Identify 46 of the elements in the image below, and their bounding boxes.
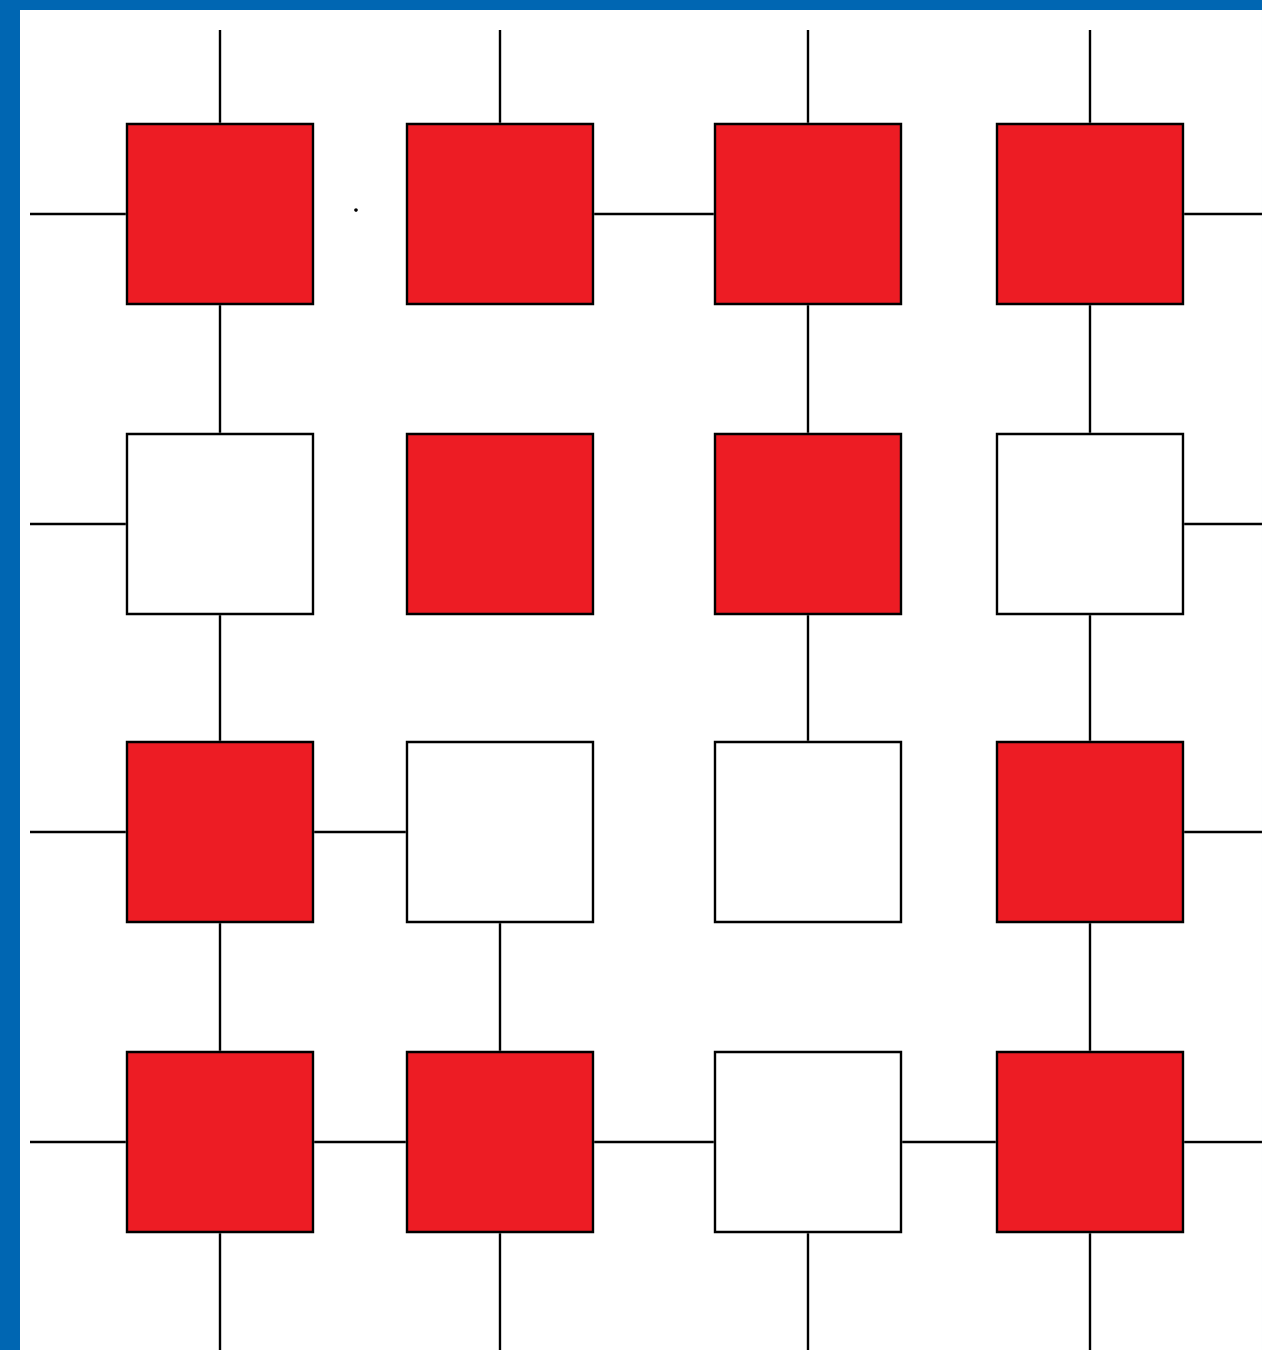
connector-line (218, 305, 222, 433)
square (995, 122, 1185, 306)
square (125, 740, 315, 924)
connector-line (806, 1233, 810, 1350)
square (405, 1050, 595, 1234)
connector-line (1088, 923, 1092, 1051)
square (713, 432, 903, 616)
connector-line (30, 830, 126, 834)
square (405, 432, 595, 616)
square (995, 740, 1185, 924)
connector-line (1184, 212, 1262, 216)
connector-line (806, 30, 810, 123)
connector-line (902, 1140, 996, 1144)
connector-line (1184, 830, 1262, 834)
connector-line (594, 212, 714, 216)
square (995, 432, 1185, 616)
square (125, 122, 315, 306)
connector-line (1088, 615, 1092, 741)
connector-line (806, 615, 810, 741)
square (405, 122, 595, 306)
connector-line (1184, 1140, 1262, 1144)
connector-line (30, 212, 126, 216)
connector-line (1088, 305, 1092, 433)
connector-line (30, 522, 126, 526)
connector-line (218, 1233, 222, 1350)
square (995, 1050, 1185, 1234)
square (405, 740, 595, 924)
connector-line (30, 1140, 126, 1144)
connector-line (594, 1140, 714, 1144)
connector-line (498, 923, 502, 1051)
connector-line (498, 30, 502, 123)
square (125, 432, 315, 616)
connector-line (218, 30, 222, 123)
connector-line (218, 923, 222, 1051)
square (713, 740, 903, 924)
connector-line (498, 1233, 502, 1350)
square (713, 122, 903, 306)
square (125, 1050, 315, 1234)
connector-line (1088, 30, 1092, 123)
connector-line (1088, 1233, 1092, 1350)
connector-line (806, 305, 810, 433)
connector-line (218, 615, 222, 741)
connector-line (1184, 522, 1262, 526)
connector-line (314, 1140, 406, 1144)
square (713, 1050, 903, 1234)
connector-line (314, 830, 406, 834)
